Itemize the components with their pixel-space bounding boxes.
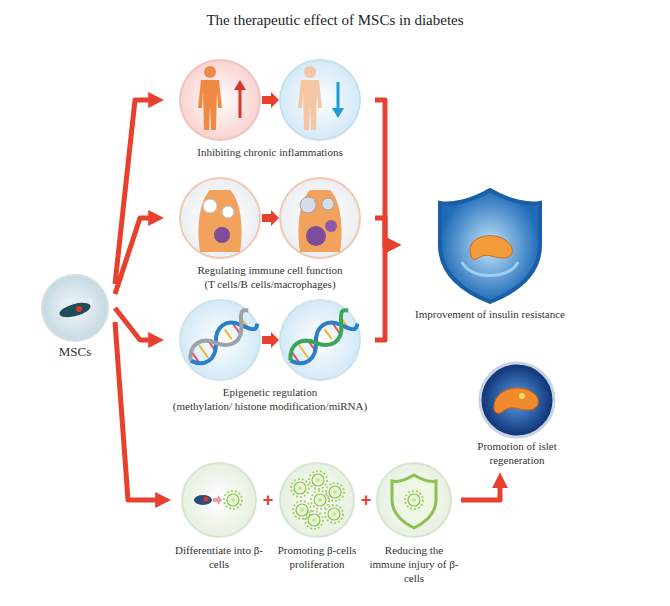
up-arrow — [239, 88, 242, 118]
macrophage — [325, 220, 337, 232]
dna-strand — [184, 308, 259, 369]
plus-sign: + — [357, 491, 375, 509]
immune-circle — [280, 178, 360, 258]
process-node: Promoting β-cells proliferation — [270, 458, 364, 576]
dna-strand — [284, 308, 359, 369]
flow-arrow — [461, 488, 500, 501]
process-node: MSCs — [35, 272, 115, 364]
node-label: Reducing the immune injury of β-cells — [367, 544, 461, 585]
process-node: Epigenetic regulation(methylation/ histo… — [165, 298, 375, 418]
dna-circle — [180, 300, 260, 380]
process-node: Reducing the immune injury of β-cells — [367, 458, 461, 589]
inflamed-circle — [180, 60, 260, 140]
node-label: Inhibiting chronic inflammations — [165, 146, 375, 160]
step-arrow — [262, 332, 279, 348]
diagram-title: The therapeutic effect of MSCs in diabet… — [0, 12, 670, 29]
beta-cell — [305, 511, 323, 529]
flow-arrow — [375, 218, 386, 245]
torso — [198, 190, 241, 252]
step-arrow — [262, 92, 279, 108]
dna-strand — [184, 308, 259, 369]
immune-cell — [300, 197, 316, 213]
beta-cell — [311, 491, 329, 509]
plus-sign: + — [259, 491, 277, 509]
node-label: (methylation/ histone modification/miRNA… — [165, 400, 375, 414]
immune-cell — [203, 199, 217, 213]
stem-nucleus — [204, 497, 209, 502]
differentiation-arrow — [213, 495, 222, 505]
msc-circle — [42, 275, 108, 341]
macrophage — [306, 226, 326, 246]
calm-circle — [280, 60, 360, 140]
down-arrow — [337, 82, 340, 108]
person-figure — [298, 66, 322, 130]
pancreas — [470, 236, 512, 260]
islet-circle — [480, 363, 554, 437]
beta-circle — [377, 463, 451, 537]
up-arrow-head — [234, 80, 246, 90]
pancreas — [494, 388, 539, 413]
node-label: Epigenetic regulation — [165, 386, 375, 400]
node-label: (T cells/B cells/macrophages) — [165, 278, 375, 292]
beta-cell — [309, 471, 327, 489]
beta-cell — [326, 483, 344, 501]
flow-arrow — [375, 100, 386, 245]
protective-shield — [392, 475, 436, 528]
macrophage — [214, 227, 230, 243]
shield — [440, 190, 540, 302]
beta-circle — [182, 463, 256, 537]
beta-cell — [405, 491, 423, 509]
islet — [519, 393, 525, 399]
process-node: Regulating immune cell function(T cells/… — [165, 176, 375, 296]
node-label: MSCs — [35, 344, 115, 360]
flow-arrow — [115, 218, 149, 294]
flow-arrow — [115, 100, 149, 284]
node-label: Promotion of islet regeneration — [470, 440, 564, 468]
beta-cell — [224, 491, 242, 509]
process-node: Improvement of insulin resistance — [402, 186, 578, 326]
beta-cell — [293, 501, 311, 519]
msc-nucleus — [76, 306, 82, 312]
process-node: Inhibiting chronic inflammations — [165, 58, 375, 164]
step-arrow — [262, 210, 279, 226]
down-arrow-head — [332, 108, 344, 118]
stem-cell — [194, 495, 212, 505]
node-label: Improvement of insulin resistance — [402, 308, 578, 322]
beta-cell — [291, 479, 309, 497]
beta-circle — [280, 463, 354, 537]
torso — [298, 190, 341, 252]
process-node: Promotion of islet regeneration — [470, 358, 564, 472]
immune-circle — [180, 178, 260, 258]
flow-arrow — [115, 308, 149, 340]
process-node: Differentiate into β-cells — [172, 458, 266, 576]
intestine — [462, 262, 518, 276]
node-label: Differentiate into β-cells — [172, 544, 266, 572]
dna-helix — [284, 308, 359, 370]
node-label: Regulating immune cell function — [165, 264, 375, 278]
dna-circle — [280, 300, 360, 380]
msc-cell — [58, 300, 92, 320]
flow-arrow — [375, 245, 386, 340]
flow-arrow — [115, 322, 156, 500]
dna-strand — [284, 308, 359, 369]
immune-cell — [222, 206, 234, 218]
dna-helix — [184, 308, 259, 370]
beta-cell — [325, 505, 343, 523]
node-label: Promoting β-cells proliferation — [270, 544, 364, 572]
person-figure — [198, 66, 222, 130]
immune-cell — [322, 198, 334, 210]
